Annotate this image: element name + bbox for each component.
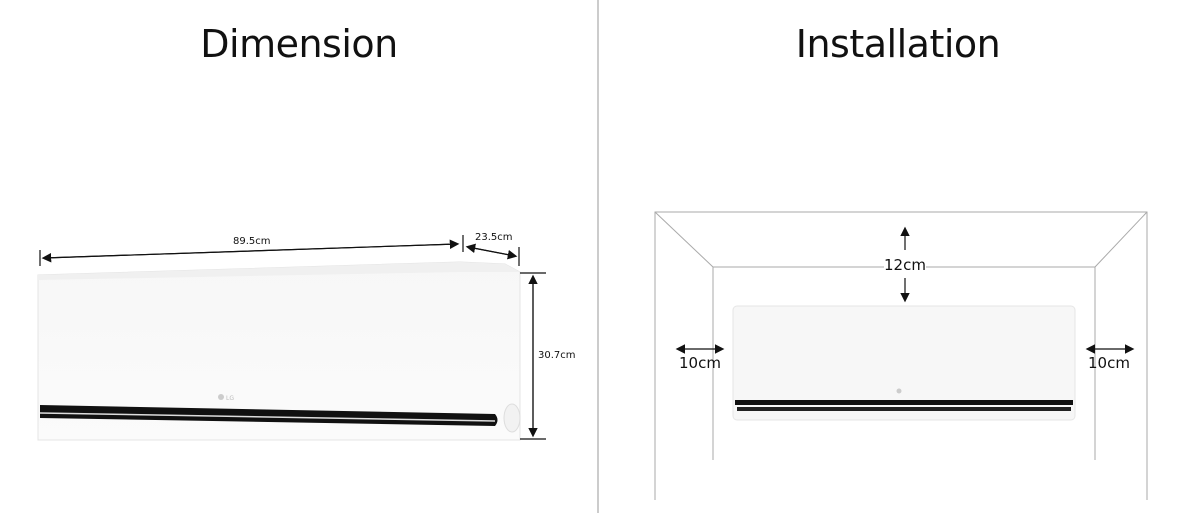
width-label: 89.5cm [233,236,271,247]
installation-title: Installation [795,22,1001,66]
dimension-arrows [39,235,546,440]
dimension-title: Dimension [200,22,398,66]
ac-unit-installation [732,305,1076,421]
depth-label: 23.5cm [475,232,513,243]
ac-unit-dimension: LG [37,261,521,441]
left-clearance-label: 10cm [679,354,721,372]
top-clearance-label: 12cm [884,256,926,274]
brand-logo: LG [226,395,234,402]
height-label: 30.7cm [538,350,576,361]
right-clearance-label: 10cm [1088,354,1130,372]
clearance-arrows [675,226,1135,354]
